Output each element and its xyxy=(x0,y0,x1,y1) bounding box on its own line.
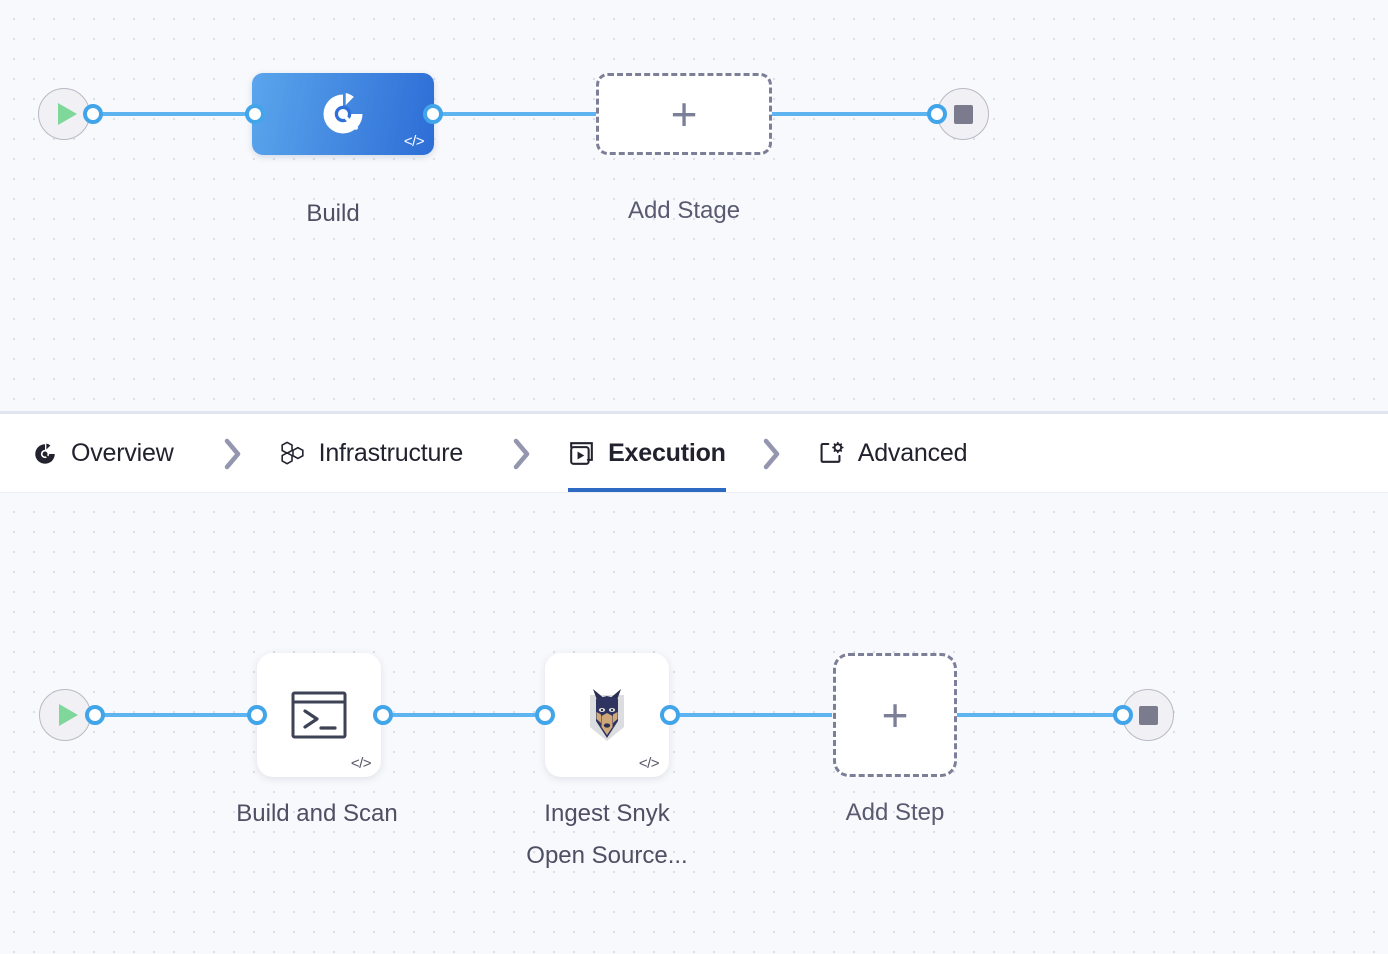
stage-build-input-port[interactable] xyxy=(245,104,265,124)
step-node-ingest-snyk[interactable]: </> xyxy=(545,653,669,777)
chevron-right-icon xyxy=(187,437,279,471)
connector-buildscan-to-snyk xyxy=(382,713,545,717)
execution-canvas[interactable]: </> Build and Scan xyxy=(0,493,1388,954)
step-snyk-output-port[interactable] xyxy=(660,705,680,725)
tab-advanced[interactable]: Advanced xyxy=(818,414,981,493)
connector-start-to-build-scan xyxy=(94,713,258,717)
canvas-divider xyxy=(0,411,1388,414)
add-stage-button[interactable]: + xyxy=(596,73,772,155)
code-badge: </> xyxy=(403,133,425,150)
stage-config-tabs: Overview Infrastructure xyxy=(0,414,1388,493)
play-icon xyxy=(57,103,77,125)
plus-icon: + xyxy=(881,689,909,741)
add-step-button[interactable]: + xyxy=(833,653,957,777)
tab-infrastructure[interactable]: Infrastructure xyxy=(279,414,476,493)
stop-icon xyxy=(953,104,973,124)
add-stage-label: Add Stage xyxy=(627,197,741,224)
tab-advanced-label: Advanced xyxy=(857,439,968,467)
build-overview-icon xyxy=(32,441,58,467)
code-badge: </> xyxy=(350,755,372,772)
tab-overview-label: Overview xyxy=(71,439,174,467)
stage-start-port[interactable] xyxy=(83,104,103,124)
stage-end-port[interactable] xyxy=(927,104,947,124)
chevron-right-icon xyxy=(726,437,818,471)
build-stage-icon xyxy=(323,92,363,134)
square-gear-icon xyxy=(818,440,845,467)
tab-overview[interactable]: Overview xyxy=(32,414,187,493)
connector-build-to-addstage xyxy=(434,112,598,116)
tab-underline xyxy=(568,488,726,493)
tab-infrastructure-label: Infrastructure xyxy=(318,439,464,467)
step-end-node[interactable] xyxy=(1122,689,1174,741)
hexagons-icon xyxy=(279,440,306,467)
connector-start-to-build xyxy=(92,112,256,116)
tab-execution[interactable]: Execution xyxy=(568,414,726,493)
plus-icon: + xyxy=(670,88,698,140)
stage-label-build: Build xyxy=(306,200,360,227)
play-box-icon xyxy=(568,440,595,467)
connector-snyk-to-addstep xyxy=(669,713,832,717)
step-start-port[interactable] xyxy=(85,705,105,725)
step-snyk-input-port[interactable] xyxy=(535,705,555,725)
connector-addstage-to-end xyxy=(770,112,942,116)
stop-icon xyxy=(1138,705,1158,725)
code-badge: </> xyxy=(638,755,660,772)
stage-canvas[interactable]: </> Build + Add Stage xyxy=(0,0,1388,412)
step-end-port[interactable] xyxy=(1113,705,1133,725)
step-node-build-and-scan[interactable]: </> xyxy=(257,653,381,777)
stage-end-node[interactable] xyxy=(937,88,989,140)
stage-start-node[interactable] xyxy=(38,88,90,140)
connector-addstep-to-end xyxy=(957,713,1127,717)
add-step-label: Add Step xyxy=(845,799,945,826)
step-label-build-and-scan: Build and Scan xyxy=(236,800,398,827)
step-buildscan-input-port[interactable] xyxy=(247,705,267,725)
play-icon xyxy=(58,704,78,726)
stage-node-build[interactable]: </> xyxy=(252,73,434,155)
step-label-ingest-snyk: Ingest Snyk Open Source... xyxy=(526,800,688,869)
tab-execution-label: Execution xyxy=(608,439,726,467)
snyk-logo-icon xyxy=(576,683,638,747)
terminal-icon xyxy=(291,691,347,739)
step-buildscan-output-port[interactable] xyxy=(373,705,393,725)
chevron-right-icon xyxy=(476,437,568,471)
stage-build-output-port[interactable] xyxy=(423,104,443,124)
step-start-node[interactable] xyxy=(39,689,91,741)
